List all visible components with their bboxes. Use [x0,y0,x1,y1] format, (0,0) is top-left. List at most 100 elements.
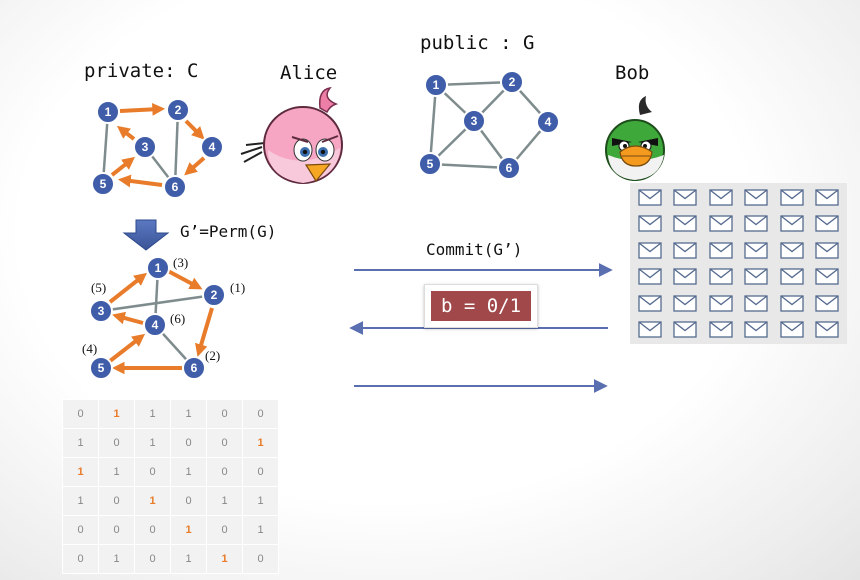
matrix-cell: 0 [134,457,171,487]
envelope-icon [703,211,739,238]
matrix-cell: 0 [62,544,99,574]
envelope-icon [810,317,846,344]
svg-text:6: 6 [172,180,179,194]
matrix-cell: 0 [134,544,171,574]
challenge-badge: b = 0/1 [424,284,538,328]
svg-text:2: 2 [211,288,218,302]
matrix-cell: 0 [98,515,135,545]
matrix-cell: 0 [98,486,135,516]
envelope-icon [668,211,704,238]
matrix-cell: 1 [242,515,279,545]
graph-node: 6 [163,175,187,199]
graph-node: 4 [536,110,560,134]
cycle-edge [119,102,166,116]
matrix-cell: 1 [170,457,207,487]
svg-text:2: 2 [175,103,182,117]
svg-text:1: 1 [105,105,112,119]
envelope-icon [739,184,775,211]
envelope-icon [774,237,810,264]
challenge-text: b = 0/1 [431,291,531,321]
envelope-icon [739,317,775,344]
permuted-graph: 1 2 3 4 5 6 (3) (1) (5) (6) (4) (2) [82,255,245,380]
envelope-icon [774,184,810,211]
edge [435,80,513,87]
cycle-edge [108,272,148,304]
down-arrow-icon [122,219,170,251]
graph-node: 3 [462,109,486,133]
envelope-icon [668,237,704,264]
matrix-cell: 1 [206,486,243,516]
envelope-icon [739,211,775,238]
matrix-cell: 1 [170,544,207,574]
matrix-cell: 1 [170,399,207,429]
perm-label: (6) [170,311,185,326]
envelope-icon [703,290,739,317]
graph-node: 3 [89,299,113,323]
private-graph: 1 2 3 4 5 6 [91,98,224,199]
svg-text:5: 5 [100,177,107,191]
cycle-edge [110,156,136,177]
envelope-icon [739,264,775,291]
svg-text:6: 6 [191,361,198,375]
cycle-edge [184,156,206,176]
envelope-icon [810,184,846,211]
envelope-icon [810,290,846,317]
matrix-cell: 0 [206,515,243,545]
svg-text:3: 3 [142,140,149,154]
graph-node: 5 [89,356,113,380]
matrix-cell: 1 [242,428,279,458]
matrix-cell: 0 [242,544,279,574]
envelope-icon [774,290,810,317]
graph-node: 5 [418,152,442,176]
envelope-icon [703,317,739,344]
svg-text:5: 5 [98,361,105,375]
envelope-icon [703,264,739,291]
envelope-icon [632,211,668,238]
graph-node: 4 [200,135,224,159]
svg-text:1: 1 [155,261,162,275]
envelope-icon [668,317,704,344]
graph-node: 1 [146,256,170,280]
cycle-edge [167,269,203,290]
svg-text:1: 1 [433,78,440,92]
matrix-cell: 1 [62,457,99,487]
graph-node: 2 [166,98,190,122]
svg-text:3: 3 [98,304,105,318]
commitment-envelopes [630,183,847,344]
cycle-edge [116,125,136,141]
matrix-cell: 0 [134,515,171,545]
svg-text:4: 4 [152,318,159,332]
envelope-icon [774,211,810,238]
graph-node: 1 [96,100,120,124]
svg-text:3: 3 [471,114,478,128]
graph-node: 5 [91,172,115,196]
perm-label: G’=Perm(G) [180,222,277,241]
cycle-edge [117,174,163,188]
matrix-cell: 1 [134,486,171,516]
matrix-cell: 0 [206,399,243,429]
envelope-icon [668,264,704,291]
edge [100,293,215,313]
edge [428,84,438,165]
graph-node: 4 [143,313,167,337]
envelope-icon [632,184,668,211]
envelope-icon [632,237,668,264]
graph-node: 1 [424,73,448,97]
matrix-cell: 1 [98,457,135,487]
matrix-cell: 0 [62,399,99,429]
envelope-icon [810,264,846,291]
matrix-cell: 1 [206,544,243,574]
matrix-cell: 1 [242,486,279,516]
graph-node: 6 [497,156,521,180]
svg-text:6: 6 [506,161,513,175]
envelope-icon [632,264,668,291]
edge [173,109,180,187]
envelope-icon [774,317,810,344]
envelope-icon [810,211,846,238]
cycle-edge [195,307,214,357]
